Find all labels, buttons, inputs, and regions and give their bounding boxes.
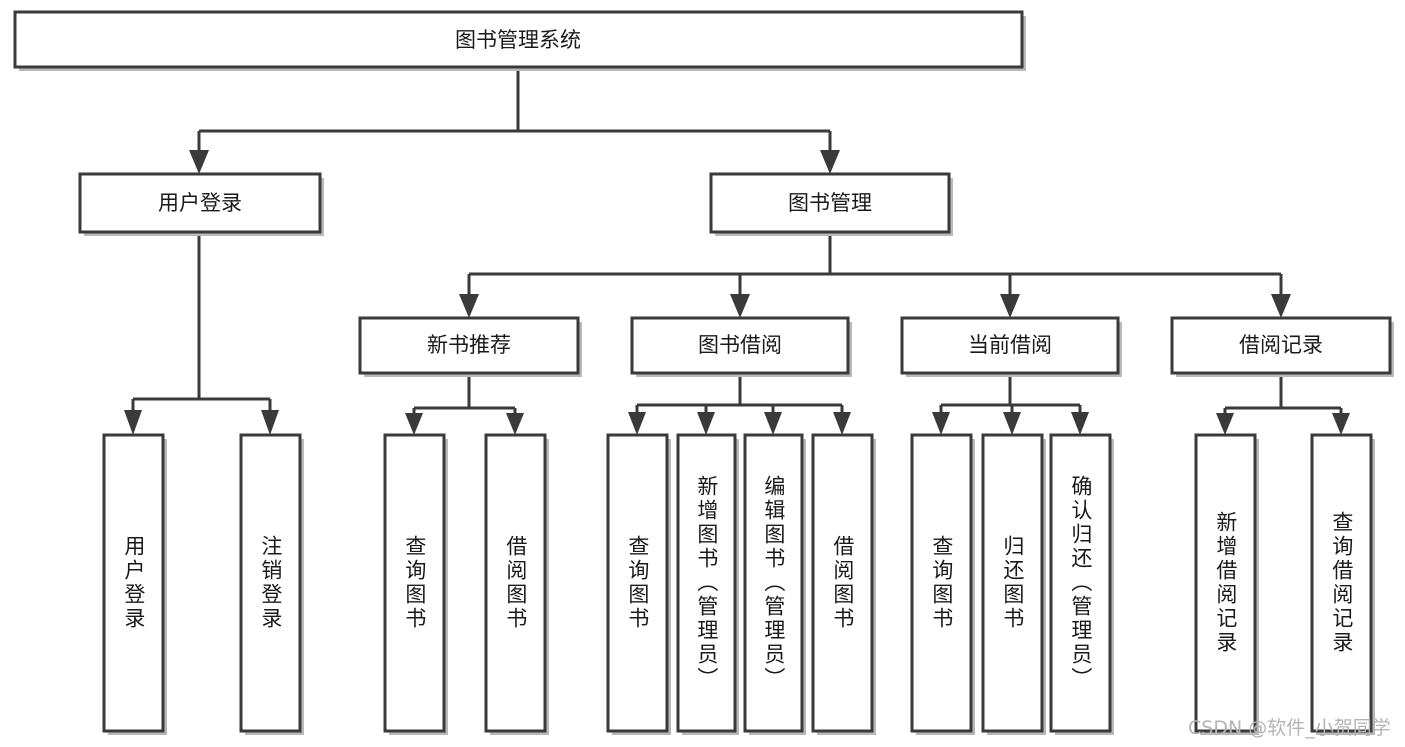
arrow-head-leaf-logout-login [261,410,279,435]
current-borrow-label: 当前借阅 [968,333,1052,357]
arrow-head-book-management [820,150,840,174]
arrow-head-leaf-query-book-3 [932,412,950,435]
user-login-label: 用户登录 [158,191,242,215]
leaf-rect-group [102,433,1375,735]
node-root[interactable]: 图书管理系统 [13,10,1026,71]
current-borrow-rect[interactable] [900,316,1120,375]
node-user-login[interactable]: 用户登录 [78,172,324,236]
new-book-recommend-label: 新书推荐 [427,333,511,357]
leaf-query-book-1-rect[interactable] [383,433,446,733]
leaf-confirm-return-admin-rect[interactable] [1049,433,1112,733]
leaf-logout-login-rect[interactable] [239,433,302,733]
arrow-head-leaf-query-book-1 [405,413,423,435]
node-new-book-recommend[interactable]: 新书推荐 [358,316,582,377]
leaf-query-borrow-record-rect[interactable] [1310,433,1373,733]
leaf-query-book-3-rect[interactable] [910,433,973,733]
arrow-head-leaf-edit-book-admin [764,412,782,435]
arrow-head-leaf-query-book-2 [628,412,646,435]
arrow-head-borrow-record [1271,294,1291,318]
leaf-user-login-rect[interactable] [102,433,165,733]
node-current-borrow[interactable]: 当前借阅 [900,316,1122,377]
leaf-borrow-book-2-rect[interactable] [811,433,874,733]
root-label: 图书管理系统 [455,28,581,52]
connector-group [124,67,1350,435]
book-borrow-label: 图书借阅 [698,333,782,357]
leaf-add-borrow-record-rect[interactable] [1194,433,1257,733]
book-management-rect[interactable] [709,172,951,234]
borrow-record-rect[interactable] [1170,316,1392,375]
arrow-head-user-login [189,150,209,174]
leaf-query-book-2-rect[interactable] [606,433,669,733]
arrow-head-new-book-recommend [459,294,479,318]
root-rect[interactable] [13,10,1024,69]
book-management-label: 图书管理 [788,191,872,215]
leaf-borrow-book-1-rect[interactable] [484,433,547,733]
node-borrow-record[interactable]: 借阅记录 [1170,316,1394,377]
arrow-head-current-borrow [1000,294,1020,318]
new-book-recommend-rect[interactable] [358,316,580,375]
node-book-management[interactable]: 图书管理 [709,172,953,236]
leaf-return-book-rect[interactable] [981,433,1044,733]
leaf-edit-book-admin-rect[interactable] [743,433,804,733]
arrow-head-leaf-return-book [1003,412,1021,435]
arrow-head-leaf-query-borrow-record [1332,413,1350,435]
arrow-head-leaf-borrow-book-1 [506,413,524,435]
arrow-head-leaf-add-borrow-record [1216,413,1234,435]
csdn-watermark: CSDN @软件_小贺同学 [1188,717,1391,739]
borrow-record-label: 借阅记录 [1239,333,1323,357]
node-book-borrow[interactable]: 图书借阅 [630,316,852,377]
arrow-head-leaf-confirm-return-admin [1071,412,1089,435]
arrow-head-leaf-add-book-admin [697,412,715,435]
arrow-head-leaf-borrow-book-2 [833,412,851,435]
arrow-head-leaf-user-login [124,410,142,435]
arrow-head-book-borrow [730,294,750,318]
user-login-rect[interactable] [78,172,322,234]
book-borrow-rect[interactable] [630,316,850,375]
leaf-add-book-admin-rect[interactable] [676,433,737,733]
